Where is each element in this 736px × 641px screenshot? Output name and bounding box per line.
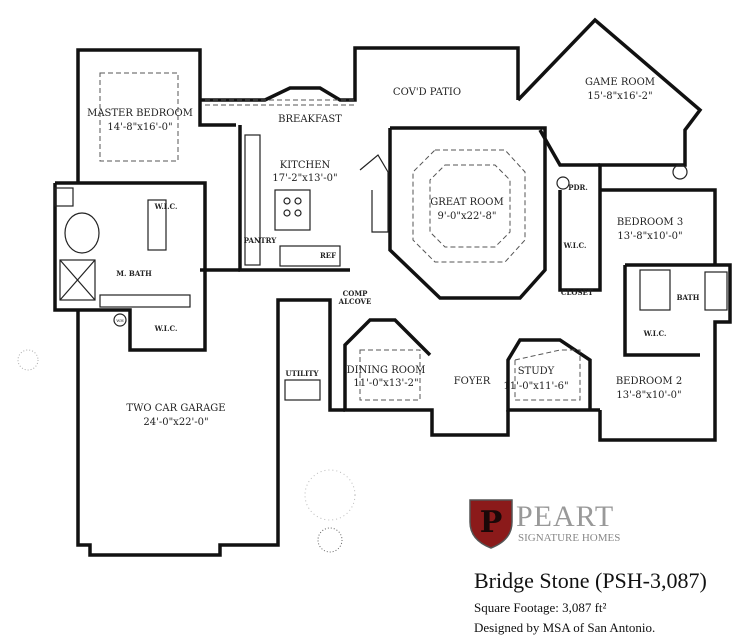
plan-title: Bridge Stone (PSH-3,087) xyxy=(474,568,707,593)
wic-label: W.I.C. xyxy=(154,202,178,211)
wic-label: W.I.C. xyxy=(643,329,667,338)
walls xyxy=(53,17,732,557)
bedroom3-label: BEDROOM 3 xyxy=(617,217,683,228)
dining-room-size: 11'-0"x13'-2" xyxy=(353,378,418,389)
bedroom3-size: 13'-8"x10'-0" xyxy=(617,231,682,242)
study-size: 11'-0"x11'-6" xyxy=(503,381,568,392)
bedroom2-label: BEDROOM 2 xyxy=(616,376,682,387)
foyer-label: FOYER xyxy=(454,376,491,387)
comp-alcove-label: COMP xyxy=(343,289,368,298)
covd-patio-label: COV'D PATIO xyxy=(393,87,461,98)
ref-label: REF xyxy=(320,251,336,260)
study-label: STUDY xyxy=(518,366,555,377)
dining-room-label: DINING ROOM xyxy=(347,365,426,376)
fixtures xyxy=(54,134,728,401)
great-room-size: 9'-0"x22'-8" xyxy=(438,211,497,222)
pdr-label: PDR. xyxy=(568,183,588,192)
m-bath-label: M. BATH xyxy=(116,269,152,278)
master-bedroom-size: 14'-8"x16'-0" xyxy=(107,122,172,133)
garage-label: TWO CAR GARAGE xyxy=(126,403,225,414)
wic-label: W.I.C. xyxy=(154,324,178,333)
room-labels: MASTER BEDROOM 14'-8"x16'-0" COV'D PATIO… xyxy=(87,77,700,428)
kitchen-label: KITCHEN xyxy=(280,160,331,171)
closet-label: CLOSET xyxy=(561,288,594,297)
bath-label: BATH xyxy=(677,293,700,302)
breakfast-label: BREAKFAST xyxy=(278,114,342,125)
ceiling-outlines xyxy=(99,72,581,401)
bedroom2-size: 13'-8"x10'-0" xyxy=(616,390,681,401)
game-room-label: GAME ROOM xyxy=(585,77,655,88)
pantry-label: PANTRY xyxy=(244,236,277,245)
water-heater-label: WH xyxy=(116,318,124,323)
kitchen-size: 17'-2"x13'-0" xyxy=(272,173,337,184)
svg-text:P: P xyxy=(480,505,503,540)
square-footage: Square Footage: 3,087 ft² xyxy=(474,600,607,615)
designer-credit: Designed by MSA of San Antonio. xyxy=(474,620,656,635)
landscaping xyxy=(17,349,356,553)
logo-tagline: SIGNATURE HOMES xyxy=(518,532,621,544)
game-room-size: 15'-8"x16'-2" xyxy=(587,91,652,102)
garage-size: 24'-0"x22'-0" xyxy=(143,417,208,428)
great-room-label: GREAT ROOM xyxy=(430,197,504,208)
master-bedroom-label: MASTER BEDROOM xyxy=(87,108,193,119)
logo-brand: PEART xyxy=(516,500,615,533)
comp-alcove-label: ALCOVE xyxy=(338,297,372,306)
wic-label: W.I.C. xyxy=(563,241,587,250)
utility-label: UTILITY xyxy=(286,369,320,378)
peart-logo-shield: P xyxy=(469,499,513,549)
